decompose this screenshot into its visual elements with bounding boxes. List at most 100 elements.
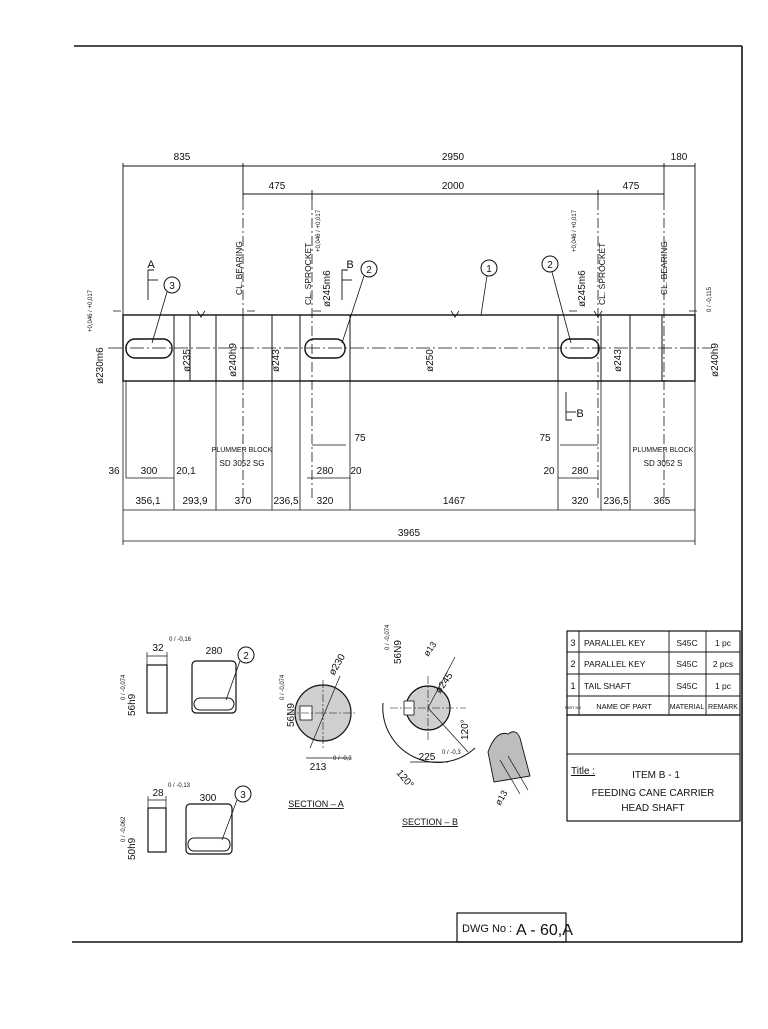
balloon-2-left: 2 (341, 260, 378, 344)
dim-300: 300 (141, 466, 158, 477)
feature-centerlines (242, 200, 665, 500)
dia-250: ø250 (425, 349, 436, 372)
secB-hole: ø13 (421, 640, 438, 658)
dim-36: 36 (108, 466, 120, 477)
dim-365: 365 (654, 496, 671, 507)
part-row2-material: S45C (676, 659, 697, 669)
dim-2950: 2950 (442, 152, 465, 163)
svg-text:3: 3 (169, 281, 175, 292)
dim-75-left: 75 (354, 433, 366, 444)
secB-angle-2: 120° (394, 768, 416, 791)
svg-text:2: 2 (547, 260, 553, 271)
svg-text:1: 1 (486, 264, 492, 275)
secB-depth-tol: 0 / -0,3 (442, 750, 461, 756)
dwg-number-value: A - 60,A (516, 922, 573, 939)
dim-75-right: 75 (539, 433, 551, 444)
balloon-2-right: 2 (541, 255, 572, 344)
dim-835: 835 (174, 152, 191, 163)
secA-depth: 213 (310, 762, 327, 773)
plummer-right-line1: PLUMMER BLOCK (633, 447, 694, 454)
plummer-left-line2: SD 3052 SG (220, 459, 265, 468)
dim-3965: 3965 (398, 528, 421, 539)
shaft-outline (122, 314, 696, 382)
part-row3-no: 1 (570, 681, 575, 691)
label-cl-bearing-left: CL. BEARING (234, 241, 244, 295)
label-cl-sprocket-right: CL. SPROCKET (597, 243, 607, 305)
dim-180: 180 (671, 152, 688, 163)
balloon-3-detail: 3 (221, 785, 252, 841)
label-cl-bearing-right: CL. BEARING (659, 241, 669, 295)
title-label: Title : (571, 766, 595, 777)
balloon-1: 1 (480, 259, 498, 316)
secA-depth-tol: 0 / -0,3 (333, 756, 352, 762)
plummer-right-line2: SD 3052 S (644, 459, 683, 468)
part-row3-material: S45C (676, 681, 697, 691)
surface-finish-marks (113, 310, 697, 318)
dim-1467: 1467 (443, 496, 466, 507)
dia-240h9-left: ø240h9 (228, 343, 239, 377)
key2-plan-view (191, 660, 237, 714)
title-line2: FEEDING CANE CARRIER (592, 788, 715, 799)
svg-text:3: 3 (240, 790, 246, 801)
parts-header-material: MATERIAL (670, 704, 705, 711)
label-cl-sprocket-left: CL. SPROCKET (303, 243, 313, 305)
key2-width: 32 (152, 643, 164, 654)
part-row3-name: TAIL SHAFT (584, 681, 631, 691)
section-b-marker-bottom: B (576, 408, 583, 420)
sheet-frame (72, 45, 743, 943)
key2-height: 56h9 (127, 693, 138, 716)
secB-depth: 225 (419, 752, 436, 763)
key3-plan-slot (187, 837, 231, 852)
section-b-marker-top: B (346, 259, 353, 271)
tol-230m6: +0,046 / +0,017 (88, 289, 94, 332)
dim-475-left: 475 (269, 181, 286, 192)
balloon-2-detail: 2 (225, 646, 255, 701)
dim-320-right: 320 (572, 496, 589, 507)
svg-text:2: 2 (243, 651, 249, 662)
part-row2-name: PARALLEL KEY (584, 659, 646, 669)
secA-keyway-tol: 0 / -0,074 (280, 674, 286, 700)
dia-235: ø235 (182, 349, 193, 372)
part-row3-qty: 1 pc (715, 681, 732, 691)
dim-370: 370 (235, 496, 252, 507)
key3-plan-view (185, 803, 233, 855)
tol-240h9-right: 0 / -0,115 (707, 286, 713, 312)
part-row2-no: 2 (570, 659, 575, 669)
keyway-3 (125, 338, 173, 359)
dia-245m6-left: ø245m6 (322, 270, 333, 307)
dim-280-right: 280 (572, 466, 589, 477)
section-b-view (382, 656, 531, 795)
tol-245m6-left: +0,046 / +0,017 (316, 209, 322, 252)
section-a-view (287, 675, 357, 759)
dia-230m6: ø230m6 (95, 347, 106, 384)
parts-header-no: PART NO (565, 706, 582, 710)
secB-hole-detail-dia: ø13 (493, 789, 509, 807)
key3-width: 28 (152, 788, 164, 799)
part-row1-qty: 1 pc (715, 638, 732, 648)
key3-width-tol: 0 / -0,13 (168, 783, 191, 789)
secB-angle-1: 120° (460, 719, 471, 740)
secB-hole-detail (487, 731, 531, 783)
key2-width-tol: 0 / -0,16 (169, 637, 192, 643)
keyway-2-right (560, 338, 600, 359)
dim-20-right: 20 (543, 466, 555, 477)
key3-length: 300 (200, 793, 217, 804)
secB-diameter: ø245 (433, 670, 455, 695)
key3-end-view (147, 796, 167, 853)
key2-plan-slot (193, 697, 235, 711)
top-dimension-lines (122, 163, 696, 315)
keyway-2-left (304, 338, 346, 359)
part-row2-qty: 2 pcs (713, 659, 733, 669)
key3-height-tol: 0 / -0,062 (121, 816, 127, 842)
dim-236-5-right: 236,5 (603, 496, 628, 507)
title-line1: ITEM B - 1 (632, 770, 680, 781)
svg-text:2: 2 (366, 265, 372, 276)
secA-title: SECTION – A (288, 799, 344, 809)
balloon-3: 3 (151, 276, 181, 344)
dim-236-5-left: 236,5 (273, 496, 298, 507)
dim-356-1: 356,1 (135, 496, 160, 507)
parts-header-name: NAME OF PART (596, 702, 652, 711)
dim-475-right: 475 (623, 181, 640, 192)
